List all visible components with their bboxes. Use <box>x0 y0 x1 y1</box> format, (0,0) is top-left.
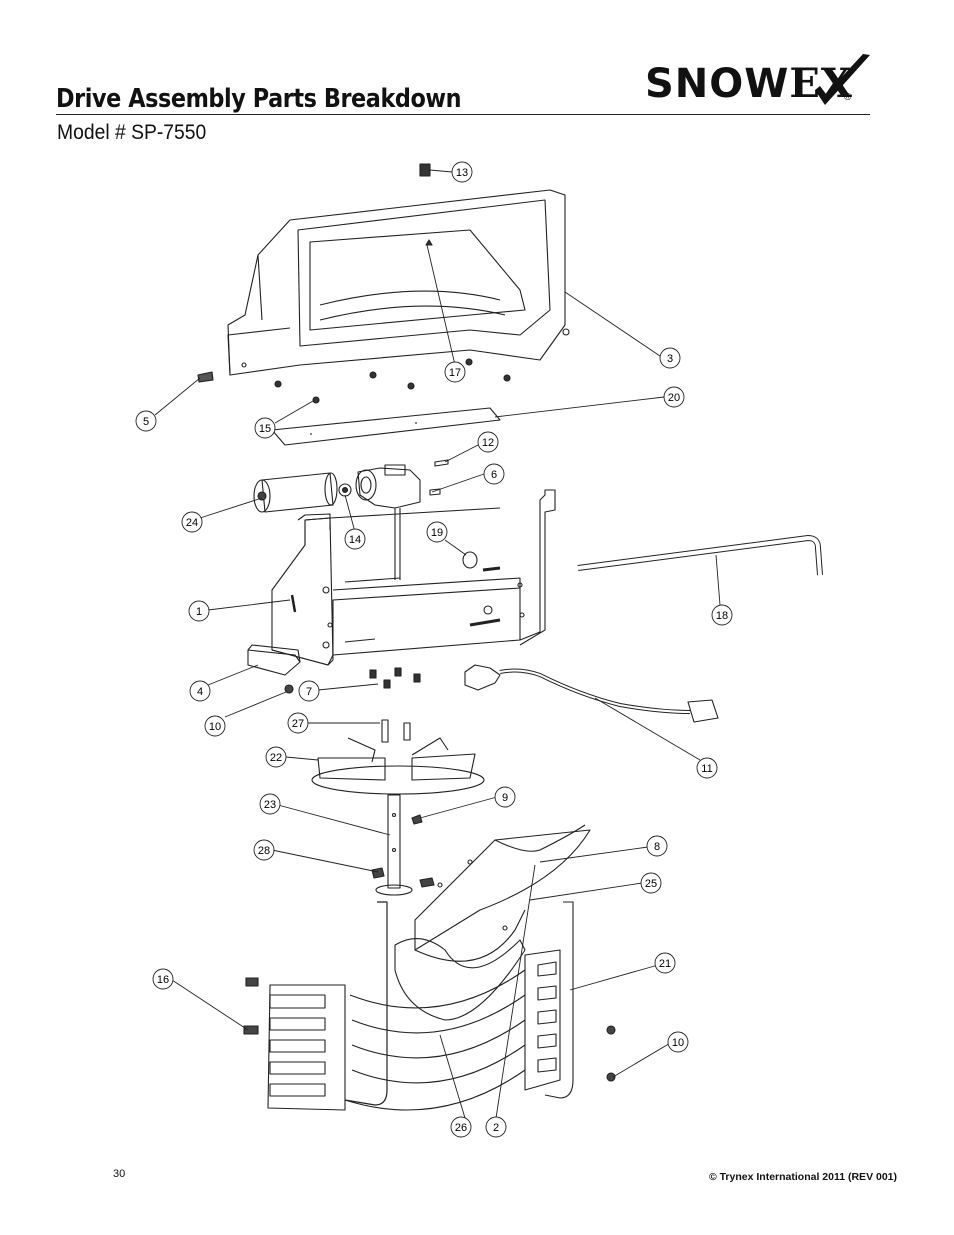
callout-21: 21 <box>654 952 676 974</box>
auger-housing <box>267 938 561 1111</box>
page-number: 30 <box>113 1168 126 1180</box>
callout-8: 8 <box>646 835 668 857</box>
callout-5: 5 <box>135 410 157 432</box>
page-title: Drive Assembly Parts Breakdown <box>56 84 462 114</box>
svg-text:2: 2 <box>493 1122 499 1134</box>
callout-4: 4 <box>189 680 211 702</box>
callout-19: 19 <box>426 521 448 543</box>
svg-text:24: 24 <box>186 517 198 529</box>
callout-15: 15 <box>254 417 276 439</box>
callout-7: 7 <box>298 680 320 702</box>
callout-9: 9 <box>494 786 516 808</box>
copyright-notice: © Trynex International 2011 (REV 001) <box>708 1171 897 1183</box>
impeller <box>311 737 485 795</box>
svg-text:21: 21 <box>659 958 671 970</box>
callout-28: 28 <box>253 839 275 861</box>
callout-18: 18 <box>711 604 733 626</box>
mounting-frame <box>271 489 556 666</box>
snowex-logo: SNOWEX ® <box>645 50 875 110</box>
callout-20: 20 <box>663 386 685 408</box>
gearbox <box>355 464 421 580</box>
motor <box>253 472 338 513</box>
callout-23: 23 <box>259 793 281 815</box>
svg-text:10: 10 <box>672 1037 684 1049</box>
svg-text:23: 23 <box>264 799 276 811</box>
svg-text:10: 10 <box>209 721 221 733</box>
svg-text:9: 9 <box>502 792 508 804</box>
svg-text:22: 22 <box>270 752 282 764</box>
callout-2: 2 <box>485 1116 507 1138</box>
callout-labels: 13 3 17 20 5 15 12 6 24 14 19 1 18 4 7 1… <box>135 161 733 1138</box>
callout-1: 1 <box>188 600 210 622</box>
callout-14: 14 <box>344 528 366 550</box>
svg-text:15: 15 <box>259 423 271 435</box>
callout-16: 16 <box>152 968 174 990</box>
svg-text:16: 16 <box>157 974 169 986</box>
svg-text:25: 25 <box>645 878 657 890</box>
logo-text-snow: SNOW <box>645 61 790 107</box>
svg-text:12: 12 <box>482 437 494 449</box>
callout-13: 13 <box>451 161 473 183</box>
checkmark-icon <box>815 54 870 105</box>
callout-3: 3 <box>659 347 681 369</box>
callout-22: 22 <box>265 746 287 768</box>
svg-text:1: 1 <box>196 606 202 618</box>
svg-text:3: 3 <box>667 353 673 365</box>
callout-11: 11 <box>696 757 718 779</box>
callout-6: 6 <box>483 463 505 485</box>
callout-17: 17 <box>444 361 466 383</box>
svg-text:11: 11 <box>701 763 712 775</box>
chute-housing <box>227 189 570 376</box>
callout-12: 12 <box>477 431 499 453</box>
callout-10-lower: 10 <box>667 1031 689 1053</box>
callout-25: 25 <box>640 872 662 894</box>
registered-mark: ® <box>844 92 852 103</box>
callout-24: 24 <box>181 511 203 533</box>
callout-27: 27 <box>287 712 309 734</box>
model-number: Model # SP-7550 <box>57 121 207 144</box>
deflector <box>414 824 591 962</box>
callout-10-upper: 10 <box>204 715 226 737</box>
svg-text:5: 5 <box>143 416 149 428</box>
svg-text:28: 28 <box>258 845 270 857</box>
svg-text:18: 18 <box>716 610 728 622</box>
svg-text:4: 4 <box>197 686 203 698</box>
svg-text:7: 7 <box>306 686 312 698</box>
callout-26: 26 <box>450 1116 472 1138</box>
svg-text:14: 14 <box>349 534 361 546</box>
svg-text:20: 20 <box>668 392 680 404</box>
svg-text:19: 19 <box>431 527 443 539</box>
svg-text:27: 27 <box>292 718 304 730</box>
svg-text:26: 26 <box>455 1122 467 1134</box>
exploded-parts-diagram: 13 3 17 20 5 15 12 6 24 14 19 1 18 4 7 1… <box>135 161 823 1138</box>
svg-text:6: 6 <box>491 469 497 481</box>
svg-text:17: 17 <box>449 367 461 379</box>
svg-text:8: 8 <box>654 841 660 853</box>
header-rule <box>56 114 870 115</box>
wiring-harness <box>464 664 719 723</box>
svg-text:13: 13 <box>456 167 468 179</box>
